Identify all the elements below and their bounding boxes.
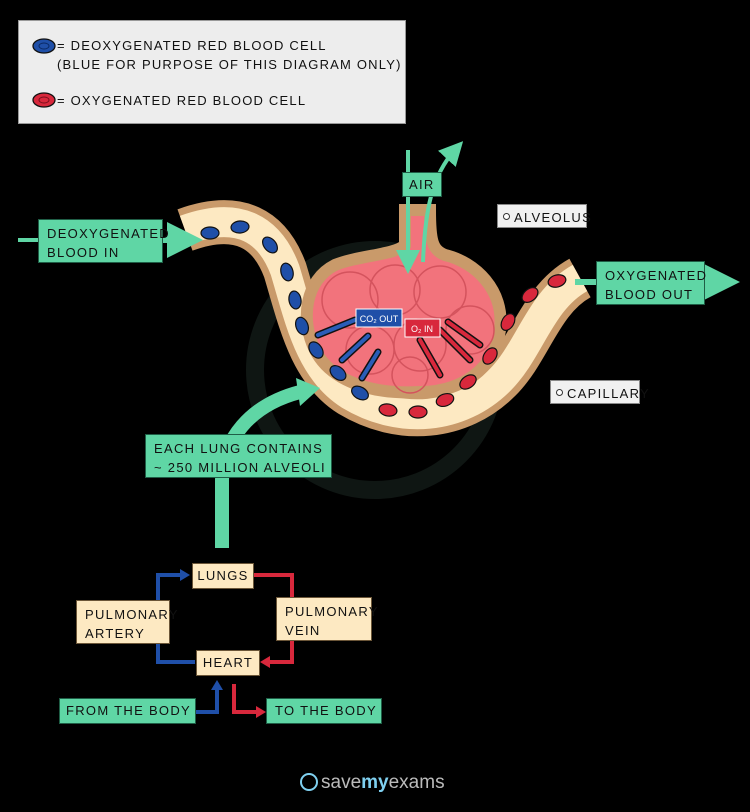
oxygenated-blood-out-line2: BLOOD OUT: [605, 287, 694, 302]
logo-suffix: exams: [388, 772, 445, 793]
air-label: AIR: [402, 172, 442, 197]
heart-box: HEART: [196, 650, 260, 676]
circulation-loop: [156, 573, 294, 714]
pulmonary-artery-line1: PULMONARY: [85, 607, 179, 622]
oxygenated-cell-icon: [32, 92, 56, 108]
o2-arrows-fill: [418, 320, 482, 377]
savemyexams-logo: savemyexams: [300, 772, 445, 794]
pulmonary-vein-line2: VEIN: [285, 623, 321, 638]
blood-cells: [200, 220, 567, 419]
pulmonary-artery-line2: ARTERY: [85, 626, 146, 641]
deoxygenated-blood-in-line2: BLOOD IN: [47, 245, 120, 260]
capillary-tag: CAPILLARY: [550, 380, 649, 404]
logo-icon: [300, 773, 318, 791]
oxygenated-blood-out-box: OXYGENATED BLOOD OUT: [596, 261, 708, 305]
pulmonary-vein-box: PULMONARY VEIN: [276, 597, 379, 641]
logo-highlight: my: [361, 772, 389, 793]
legend-deoxygenated-label: = DEOXYGENATED RED BLOOD CELL: [57, 38, 327, 53]
to-the-body-box: TO THE BODY: [266, 698, 382, 724]
each-lung-line2: ~ 250 MILLION ALVEOLI: [154, 460, 326, 475]
pulmonary-artery-box: PULMONARY ARTERY: [76, 600, 179, 644]
deoxygenated-cell-icon: [32, 38, 56, 54]
from-the-body-box: FROM THE BODY: [59, 698, 196, 724]
logo-prefix: save: [321, 772, 362, 793]
co2-out-label: CO₂ OUT: [360, 314, 399, 324]
legend: = DEOXYGENATED RED BLOOD CELL (BLUE FOR …: [18, 20, 406, 124]
each-lung-box: EACH LUNG CONTAINS ~ 250 MILLION ALVEOLI: [145, 434, 332, 478]
o2-in-label: O₂ IN: [411, 324, 433, 334]
legend-oxygenated-label: = OXYGENATED RED BLOOD CELL: [57, 93, 307, 108]
deoxygenated-blood-in-line1: DEOXYGENATED: [47, 226, 170, 241]
lungs-box: LUNGS: [192, 563, 254, 589]
alveolus-tag: ALVEOLUS: [497, 204, 591, 228]
each-lung-line1: EACH LUNG CONTAINS: [154, 441, 324, 456]
o2-in-box: [404, 318, 441, 338]
pulmonary-vein-line1: PULMONARY: [285, 604, 379, 619]
lung-link-arrowhead: [296, 378, 320, 406]
circulation-arrowheads: [180, 569, 270, 718]
co2-arrows-fill: [316, 318, 380, 380]
deoxygenated-blood-in-box: DEOXYGENATED BLOOD IN: [38, 219, 170, 263]
oxygenated-blood-out-line1: OXYGENATED: [605, 268, 708, 283]
co2-out-box: [355, 308, 403, 328]
legend-deoxygenated-note: (BLUE FOR PURPOSE OF THIS DIAGRAM ONLY): [57, 57, 402, 72]
